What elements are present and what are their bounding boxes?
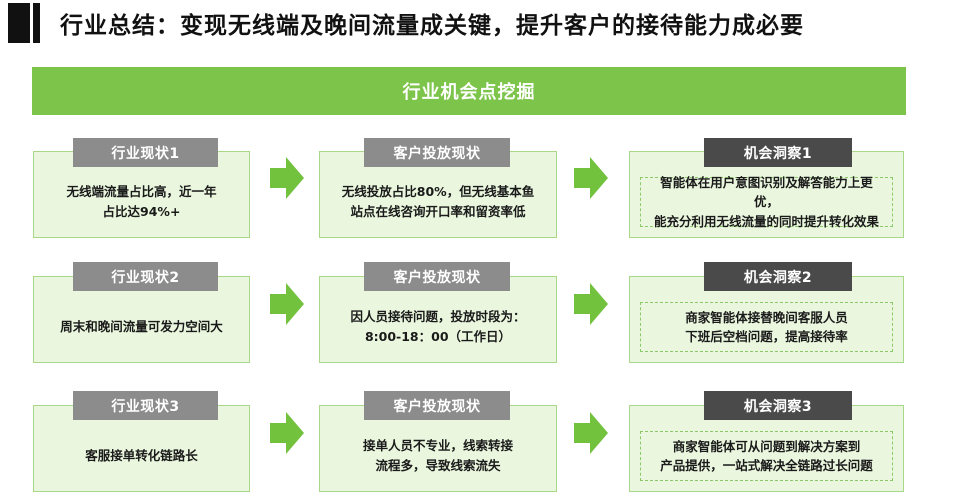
client-text-3: 接单人员不专业，线索转接 流程多，导致线索流失 xyxy=(362,438,513,473)
right-arrow-icon xyxy=(574,283,608,325)
title-mark xyxy=(8,3,42,43)
insight-inner-2: 商家智能体接替晚间客服人员 下班后空档问题，提高接待率 xyxy=(640,302,893,352)
industry-tag-3: 行业现状3 xyxy=(73,391,218,420)
insight-inner-3: 商家智能体可从问题到解决方案到 产品提供，一站式解决全链路过长问题 xyxy=(640,431,893,481)
insight-tag-3: 机会洞察3 xyxy=(704,391,852,420)
right-arrow-icon xyxy=(574,157,608,199)
right-arrow-icon xyxy=(270,283,304,325)
insight-text-3: 商家智能体可从问题到解决方案到 产品提供，一站式解决全链路过长问题 xyxy=(660,438,873,473)
client-box-3: 接单人员不专业，线索转接 流程多，导致线索流失 xyxy=(319,405,557,492)
right-arrow-icon xyxy=(574,412,608,454)
client-text-2: 因人员接待问题，投放时段为： 8:00-18：00（工作日） xyxy=(350,309,526,344)
client-tag-3: 客户投放现状 xyxy=(364,391,510,420)
insight-text-2: 商家智能体接替晚间客服人员 下班后空档问题，提高接待率 xyxy=(685,309,848,344)
insight-tag-1: 机会洞察1 xyxy=(704,138,852,167)
insight-box-3: 商家智能体可从问题到解决方案到 产品提供，一站式解决全链路过长问题 xyxy=(629,405,904,492)
right-arrow-icon xyxy=(270,412,304,454)
industry-text-2: 周末和晚间流量可发力空间大 xyxy=(60,318,223,334)
insight-text-1: 智能体在用户意图识别及解答能力上更优， 能充分利用无线流量的同时提升转化效果 xyxy=(653,174,879,229)
right-arrow-icon xyxy=(270,157,304,199)
section-banner: 行业机会点挖掘 xyxy=(32,67,906,115)
industry-tag-1: 行业现状1 xyxy=(73,138,218,167)
industry-text-3: 客服接单转化链路长 xyxy=(85,447,198,463)
page-title: 行业总结：变现无线端及晚间流量成关键，提升客户的接待能力成必要 xyxy=(60,13,804,39)
client-text-1: 无线投放占比80%，但无线基本鱼 站点在线咨询开口率和留资率低 xyxy=(341,184,535,219)
insight-inner-1: 智能体在用户意图识别及解答能力上更优， 能充分利用无线流量的同时提升转化效果 xyxy=(640,174,893,229)
industry-text-1: 无线端流量占比高，近一年 占比达94%+ xyxy=(66,184,217,219)
industry-tag-2: 行业现状2 xyxy=(73,262,218,291)
client-tag-2: 客户投放现状 xyxy=(364,262,510,291)
insight-tag-2: 机会洞察2 xyxy=(704,262,852,291)
client-tag-1: 客户投放现状 xyxy=(364,138,510,167)
